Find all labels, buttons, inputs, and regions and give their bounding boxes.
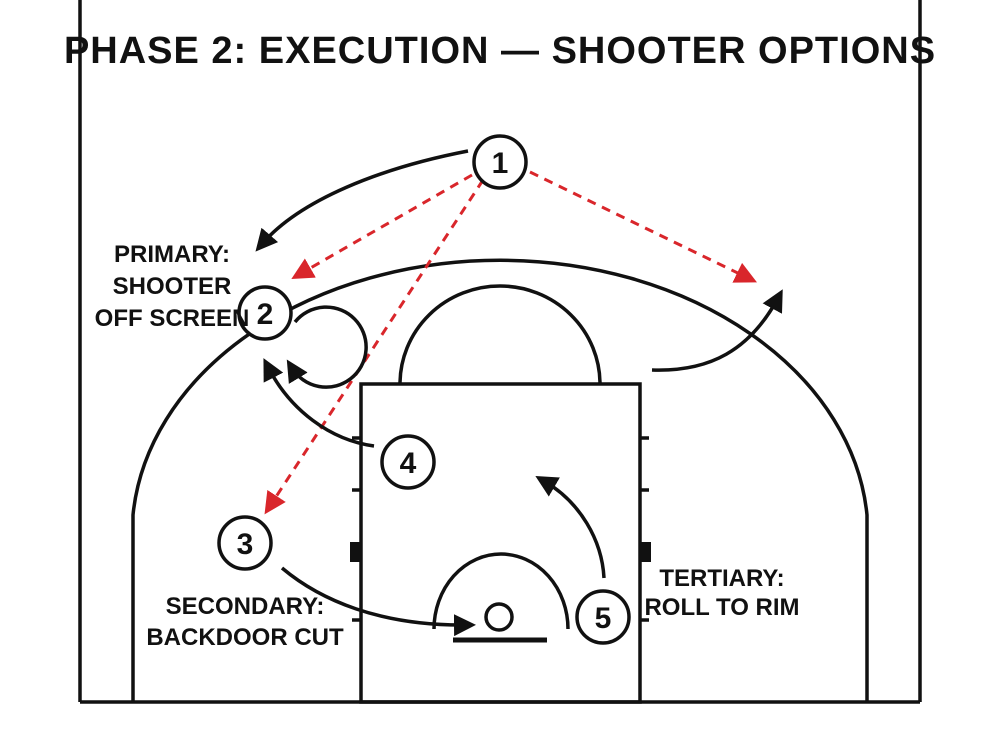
player-5[interactable]: 5 [575,589,631,645]
diagram-title: PHASE 2: EXECUTION — SHOOTER OPTIONS [64,30,936,72]
cut-1-curl [255,149,469,252]
pass-1-to-2 [291,173,473,279]
label-line: SHOOTER [113,273,232,300]
pass-lines [264,170,757,515]
half-court [78,0,922,704]
lane-block [640,542,651,562]
player-number: 4 [400,447,417,480]
label-line: SECONDARY: [166,593,325,620]
player-marker [472,134,528,190]
label-line: BACKDOOR CUT [146,624,344,651]
pass-1-to-3 [264,179,485,515]
pass-1-to-right-wing [529,170,757,283]
label-tertiary: TERTIARY: ROLL TO RIM [644,565,799,621]
screen-curl [286,305,368,389]
player-4[interactable]: 4 [380,434,436,490]
three-point-line [131,258,869,702]
roll-5-to-rim [535,475,606,579]
player-marker [237,285,293,341]
player-2[interactable]: 2 [237,285,293,341]
player-marker [217,515,273,571]
lift-right-wing [651,289,783,372]
restricted-area-arc [432,552,570,630]
screen-4-to-2 [263,358,375,448]
label-line: PRIMARY: [114,241,230,268]
label-line: OFF SCREEN [95,305,250,332]
player-3[interactable]: 3 [217,515,273,571]
free-throw-arc [398,284,602,385]
movement-paths [255,149,783,637]
label-primary: PRIMARY: SHOOTER OFF SCREEN [95,241,250,332]
player-marker [575,589,631,645]
backdoor-cut-3 [280,566,476,637]
label-secondary: SECONDARY: BACKDOOR CUT [146,593,344,651]
rim [484,602,514,632]
player-1[interactable]: 1 [472,134,528,190]
player-number: 3 [237,528,254,561]
label-line: ROLL TO RIM [644,594,799,621]
player-number: 2 [257,298,274,331]
lane-block [350,542,361,562]
player-number: 5 [595,602,612,635]
label-line: TERTIARY: [659,565,784,592]
player-marker [380,434,436,490]
player-number: 1 [492,147,509,180]
